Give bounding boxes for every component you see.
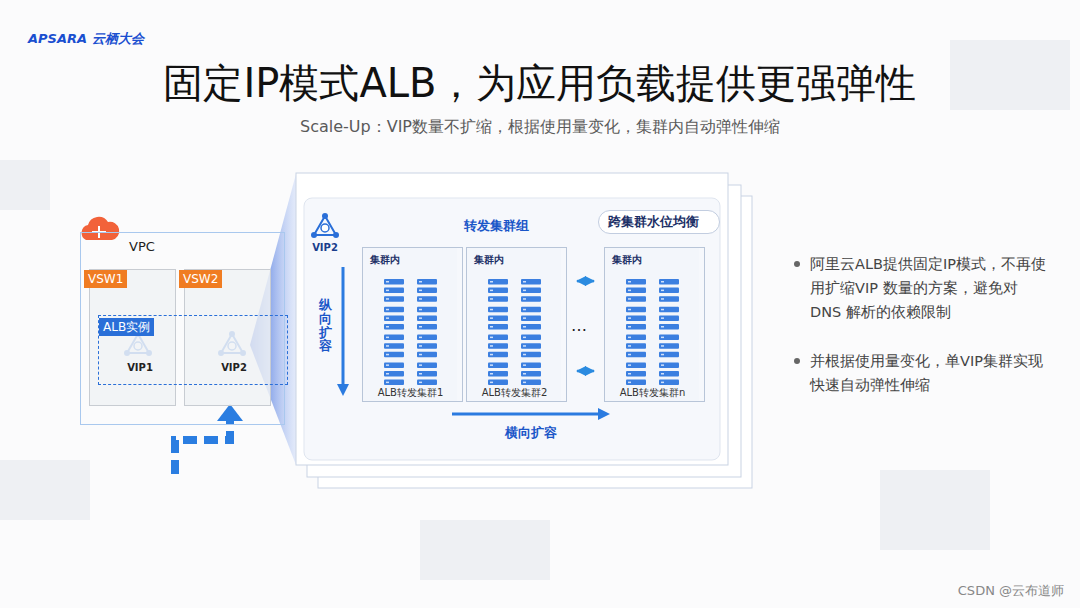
cluster-fill <box>604 247 699 402</box>
cluster-name: ALB转发集群1 <box>363 386 458 400</box>
cluster-heading: 集群内 <box>370 254 400 267</box>
bullet-text: 阿里云ALB提供固定IP模式，不再使用扩缩VIP 数量的方案，避免对 DNS 解… <box>810 252 1050 324</box>
region-name: VPC <box>129 239 155 254</box>
panel-frame <box>296 173 728 465</box>
vswitch-tag: VSW2 <box>179 270 222 288</box>
vertical-scale-arrow <box>337 267 349 396</box>
scale-label: 纵向扩容 <box>319 298 332 353</box>
flow-arrow <box>175 404 243 474</box>
vip-node: VIP2 <box>214 332 260 378</box>
vip-name: VIP2 <box>214 362 254 373</box>
server-icons <box>384 279 679 385</box>
vswitch-tag: VSW1 <box>84 270 127 288</box>
cluster-box: 集群内 ALB转发集群2 <box>466 247 567 402</box>
cloud-icon <box>82 217 120 240</box>
ellipsis: … <box>571 316 587 335</box>
cluster-group-panel: 转发集群组VIP2跨集群水位均衡集群内ALB转发集群1集群内ALB转发集群2集群… <box>296 173 728 465</box>
balance-pill: 跨集群水位均衡 <box>598 210 720 234</box>
pill-text: 跨集群水位均衡 <box>608 214 699 231</box>
watermark: CSDN @云布道师 <box>958 582 1064 600</box>
balance-arrow <box>577 280 594 283</box>
brand-logo: APSARA 云栖大会 <box>28 30 144 48</box>
vip-node: VIP1 <box>120 332 166 378</box>
alb-instance-box: ALB实例 VIP1 VIP2 <box>98 315 288 385</box>
cluster-fill <box>466 247 561 402</box>
vswitch-box: VSW1 <box>89 269 176 406</box>
cluster-heading: 集群内 <box>474 254 504 267</box>
vpc-region: VPCVSW1VSW2ALB实例VIP1VIP2 <box>80 232 285 425</box>
vswitch-box: VSW2 <box>184 269 271 406</box>
page-subtitle: Scale-Up：VIP数量不扩缩，根据使用量变化，集群内自动弹性伸缩 <box>0 117 1080 138</box>
bullet-dot <box>794 358 800 364</box>
vip-name: VIP1 <box>120 362 160 373</box>
bullet-text: 并根据使用量变化，单VIP集群实现快速自动弹性伸缩 <box>810 349 1050 397</box>
cluster-box: 集群内 ALB转发集群1 <box>362 247 463 402</box>
scale-label: 横向扩容 <box>505 424 557 442</box>
vip-node: VIP2 <box>305 212 351 258</box>
vip-name: VIP2 <box>305 242 345 253</box>
cluster-box: 集群内 ALB转发集群n <box>604 247 705 402</box>
bullet-dot <box>794 261 800 267</box>
balance-arrow <box>577 370 594 373</box>
group-title: 转发集群组 <box>436 217 556 235</box>
cluster-name: ALB转发集群2 <box>467 386 562 400</box>
panel-inner <box>304 198 720 460</box>
horizontal-scale-arrow <box>452 408 610 420</box>
cluster-name: ALB转发集群n <box>605 386 700 400</box>
page-title: 固定IP模式ALB，为应用负载提供更强弹性 <box>0 58 1080 108</box>
cluster-fill <box>362 247 457 402</box>
instance-tag: ALB实例 <box>99 318 154 336</box>
cluster-heading: 集群内 <box>612 254 642 267</box>
